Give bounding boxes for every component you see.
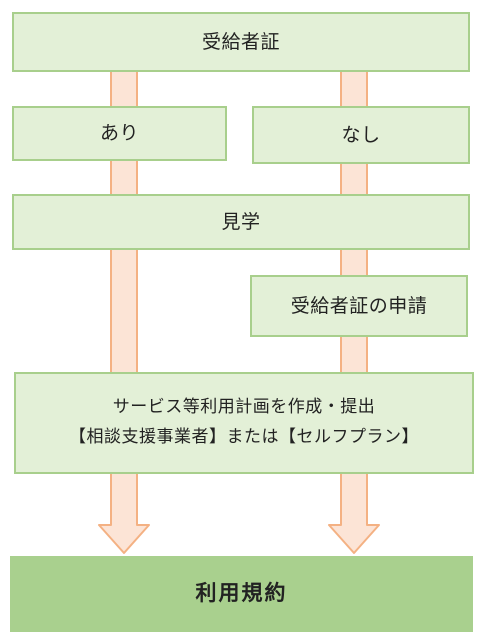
plan-box: サービス等利用計画を作成・提出 【相談支援事業者】または【セルフプラン】 (14, 372, 474, 474)
no-box: なし (252, 106, 470, 164)
yes-box: あり (12, 106, 227, 161)
tour-label: 見学 (221, 210, 261, 233)
no-label: なし (341, 123, 381, 146)
apply-certificate-box: 受給者証の申請 (250, 275, 468, 337)
plan-line-1: サービス等利用計画を作成・提出 (112, 397, 376, 418)
contract-box: 利用規約 (10, 556, 473, 632)
apply-certificate-label: 受給者証の申請 (290, 294, 428, 317)
contract-label: 利用規約 (195, 581, 288, 606)
certificate-label: 受給者証 (201, 30, 280, 53)
plan-line-2: 【相談支援事業者】または【セルフプラン】 (69, 427, 419, 447)
certificate-box: 受給者証 (12, 12, 470, 72)
tour-box: 見学 (12, 194, 470, 250)
yes-label: あり (99, 122, 139, 145)
